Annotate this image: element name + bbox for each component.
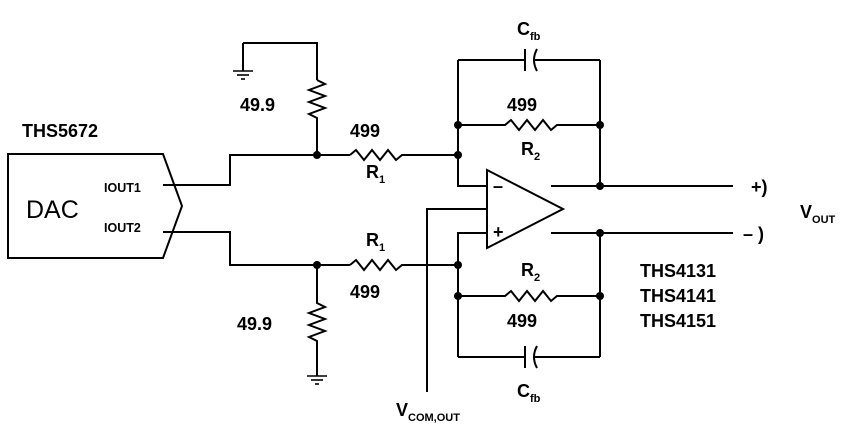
r2-top-name: R2 <box>521 139 540 163</box>
ground-icon-bottom <box>307 375 327 385</box>
dac-label: DAC <box>26 196 79 224</box>
wire-top-ground <box>243 42 318 80</box>
junction-dot <box>313 151 321 159</box>
cfb-top-label: Cfb <box>517 19 541 43</box>
junction-dot <box>596 182 604 190</box>
r1-top-value: 499 <box>350 121 380 141</box>
iout1-label: IOUT1 <box>104 181 141 195</box>
resistor-r2-top <box>458 118 600 132</box>
r-load-bottom-label: 49.9 <box>237 314 272 334</box>
r-load-top-label: 49.9 <box>240 95 275 115</box>
junction-dot <box>454 292 462 300</box>
vout-label: VOUT <box>800 202 836 226</box>
cfb-bottom-label: Cfb <box>517 381 541 405</box>
resistor-bottom-load <box>306 265 328 376</box>
r1-top-name: R1 <box>366 162 385 186</box>
junction-dot <box>596 121 604 129</box>
ground-icon-top <box>233 43 253 80</box>
resistor-top-load <box>306 79 328 155</box>
iout2-label: IOUT2 <box>104 221 141 235</box>
dac-part-label: THS5672 <box>22 121 98 141</box>
r1-bottom-value: 499 <box>350 282 380 302</box>
r2-bottom-value: 499 <box>507 311 537 331</box>
r2-bottom-name: R2 <box>521 260 540 284</box>
junction-dot <box>596 229 604 237</box>
out-plus-label: +) <box>751 177 768 197</box>
r1-bottom-name: R1 <box>366 230 385 254</box>
junction-dot <box>454 121 462 129</box>
opamp-part-2: THS4141 <box>640 286 716 306</box>
opamp-plus: + <box>493 222 504 242</box>
opamp-minus: – <box>493 176 503 196</box>
wire-bottom-fb-left <box>457 232 487 357</box>
junction-dot <box>596 292 604 300</box>
junction-dot <box>313 261 321 269</box>
resistor-r1-bottom <box>349 258 458 272</box>
opamp-part-3: THS4151 <box>640 311 716 331</box>
opamp-part-1: THS4131 <box>640 261 716 281</box>
resistor-r2-bottom <box>458 289 600 303</box>
junction-dot <box>454 261 462 269</box>
wire-vcom <box>426 208 487 392</box>
resistor-r1-top <box>349 148 458 162</box>
r2-top-value: 499 <box>507 95 537 115</box>
wire-top-fb-left <box>457 60 487 187</box>
vcom-label: VCOM,OUT <box>396 400 460 424</box>
wire-iout2 <box>163 231 350 266</box>
wire-iout1 <box>163 154 350 186</box>
junction-dot <box>454 151 462 159</box>
out-minus-label: – ) <box>743 224 764 244</box>
